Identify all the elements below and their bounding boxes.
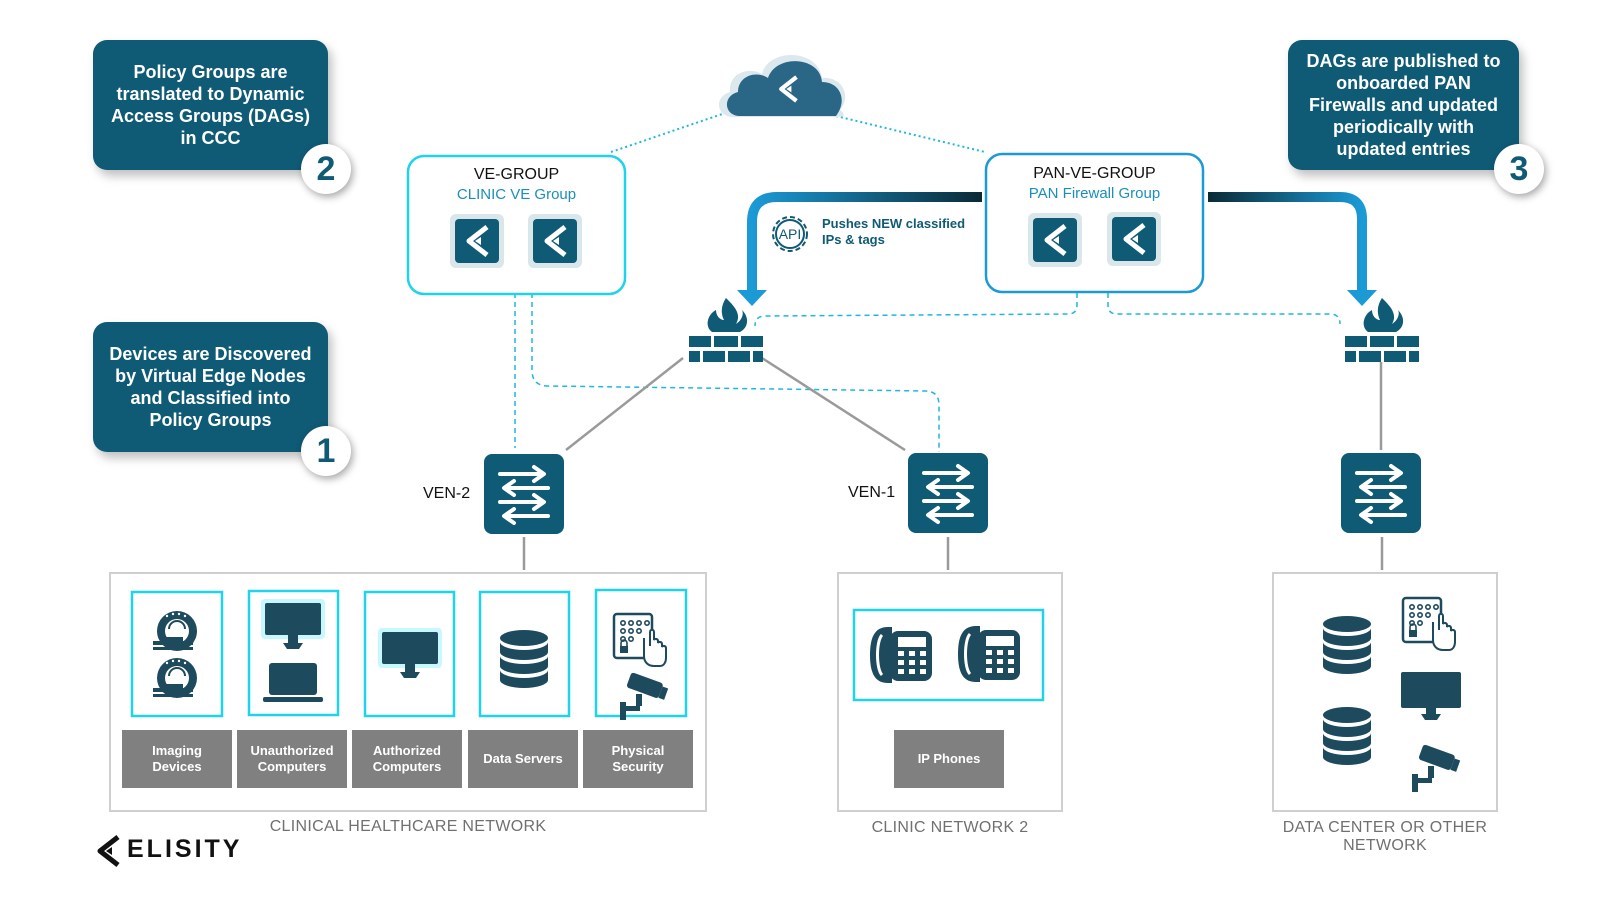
firewall-icon <box>689 298 763 362</box>
firewall-icon <box>1345 298 1419 362</box>
unauthorized-label-line2: Computers <box>257 759 327 774</box>
step-badge-1: 1 <box>301 426 351 476</box>
callout-devices-discovered: Devices are Discovered by Virtual Edge N… <box>93 322 328 452</box>
datacenter-label-line1: DATA CENTER OR OTHER <box>1282 819 1488 836</box>
callout-policy-groups-text: Policy Groups are translated to Dynamic … <box>110 62 311 148</box>
ven1-switch-icon <box>906 451 990 535</box>
ve-group-title: VE-GROUP <box>473 166 560 183</box>
datacenter-network-box <box>1272 572 1498 812</box>
api-push-text: Pushes NEW classified IPs & tags <box>822 216 965 248</box>
datacenter-network-label: DATA CENTER OR OTHER NETWORK <box>1263 819 1507 855</box>
phone-icon <box>868 625 934 685</box>
pan-group-title: PAN-VE-GROUP <box>1033 165 1156 182</box>
link-fw-ven1 <box>761 356 906 452</box>
security-label-line2: Security <box>612 759 664 774</box>
callout-dags-published: DAGs are published to onboarded PAN Fire… <box>1288 40 1519 170</box>
svg-text:API: API <box>779 226 802 242</box>
dc-switch-icon <box>1339 451 1423 535</box>
pan-group-subtitle: PAN Firewall Group <box>1028 185 1161 202</box>
elisity-cloud-icon <box>718 54 846 117</box>
ve-group-subtitle: CLINIC VE Group <box>456 186 577 203</box>
pan-node-icon <box>1107 212 1161 266</box>
ven2-label: VEN-2 <box>423 485 471 502</box>
elisity-logo-text: ELISITY <box>127 835 243 863</box>
push-arrow-left-head <box>737 290 767 306</box>
imaging-label-line1: Imaging <box>152 743 202 758</box>
ven1-label: VEN-1 <box>848 484 896 501</box>
ven2-switch-icon <box>482 452 566 536</box>
clinic2-network-label: CLINIC NETWORK 2 <box>871 819 1029 836</box>
ip-phones-label: IP Phones <box>894 730 1004 788</box>
api-push-text-line1: Pushes NEW classified <box>822 216 966 231</box>
link-fw-ven2 <box>565 357 684 451</box>
authorized-label-line1: Authorized <box>373 743 441 758</box>
push-arrow-right-head <box>1347 290 1377 306</box>
pan-link-firewall-left <box>754 293 1078 327</box>
unauthorized-label-line1: Unauthorized <box>250 743 334 758</box>
push-arrow-right <box>1208 192 1367 293</box>
step-badge-2: 2 <box>301 144 351 194</box>
step-badge-3: 3 <box>1494 144 1544 194</box>
elisity-logo-icon <box>97 835 120 867</box>
cloud-link-right <box>835 115 986 153</box>
ve-link-ven1 <box>531 293 940 452</box>
phone-icon <box>956 624 1022 684</box>
pan-link-firewall-right <box>1107 293 1341 325</box>
imaging-label-line2: Devices <box>152 759 202 774</box>
authorized-label-line2: Computers <box>372 759 442 774</box>
pan-node-icon <box>1028 213 1082 267</box>
callout-policy-groups: Policy Groups are translated to Dynamic … <box>93 40 328 170</box>
cloud-link-left <box>610 111 729 153</box>
ve-node-icon <box>450 214 504 268</box>
api-push-text-line2: IPs & tags <box>822 232 885 247</box>
push-arrow-left <box>747 192 982 293</box>
phones-label-line1: IP Phones <box>917 751 981 766</box>
clinical-network-label: CLINICAL HEALTHCARE NETWORK <box>269 818 547 835</box>
data-servers-label: Data Servers <box>468 730 578 788</box>
ve-node-icon <box>528 214 582 268</box>
security-label-line1: Physical <box>611 743 665 758</box>
callout-devices-discovered-text: Devices are Discovered by Virtual Edge N… <box>109 344 312 430</box>
callout-dags-published-text: DAGs are published to onboarded PAN Fire… <box>1306 51 1501 159</box>
servers-label-line1: Data Servers <box>483 751 563 766</box>
datacenter-label-line2: NETWORK <box>1343 837 1427 854</box>
api-gear-icon: API <box>772 216 808 252</box>
